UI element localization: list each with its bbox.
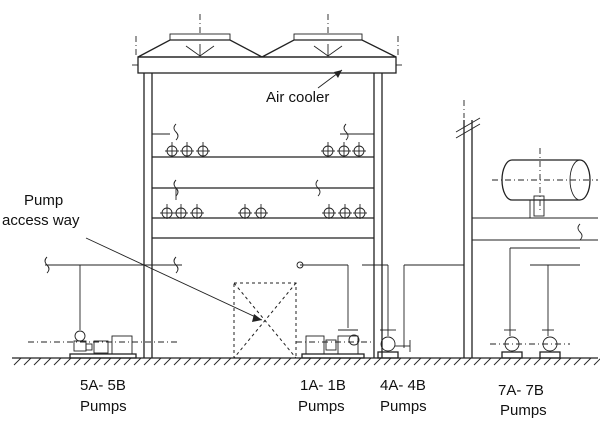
label-pumps-5a-5b-line2: Pumps bbox=[80, 398, 127, 415]
ground-hatch bbox=[543, 357, 552, 366]
pump-access-way bbox=[85, 237, 297, 359]
ground-hatch bbox=[153, 357, 162, 366]
ground-hatch bbox=[113, 357, 122, 366]
ground-hatch bbox=[583, 357, 592, 366]
label-pump-access-way-line2: access way bbox=[2, 212, 80, 229]
ground-hatch bbox=[263, 357, 272, 366]
air-cooler bbox=[132, 14, 402, 74]
line-breaks bbox=[44, 123, 349, 274]
pump-5a-5b bbox=[69, 330, 137, 359]
ground-hatch bbox=[73, 357, 82, 366]
ground-hatch bbox=[253, 357, 262, 366]
ground-hatch bbox=[43, 357, 52, 366]
ground-hatch bbox=[83, 357, 92, 366]
ground-hatch bbox=[503, 357, 512, 366]
label-pumps-4a-4b-line2: Pumps bbox=[380, 398, 427, 415]
ground-hatch bbox=[283, 357, 292, 366]
ground-hatch bbox=[443, 357, 452, 366]
pump-5a-5b-piping bbox=[28, 264, 182, 343]
ground-hatch bbox=[473, 357, 482, 366]
ground-hatch bbox=[183, 357, 192, 366]
ground-hatch bbox=[523, 357, 532, 366]
ground bbox=[12, 357, 600, 366]
ground-hatch bbox=[53, 357, 62, 366]
ground-hatch bbox=[423, 357, 432, 366]
label-pumps-5a-5b-line1: 5A- 5B bbox=[80, 377, 126, 394]
ground-hatch bbox=[403, 357, 412, 366]
ground-hatch bbox=[223, 357, 232, 366]
ground-hatch bbox=[353, 357, 362, 366]
ground-hatch bbox=[213, 357, 222, 366]
label-pumps-1a-1b-line1: 1A- 1B bbox=[300, 377, 346, 394]
ground-hatch bbox=[563, 357, 572, 366]
rack-valves bbox=[160, 142, 367, 219]
ground-hatch bbox=[163, 357, 172, 366]
label-pumps-7a-7b-line2: Pumps bbox=[500, 402, 547, 419]
ground-hatch bbox=[433, 357, 442, 366]
vessel bbox=[492, 148, 598, 241]
air-cooler-leader bbox=[317, 69, 343, 89]
ground-hatch bbox=[373, 357, 382, 366]
ground-hatch bbox=[313, 357, 322, 366]
ground-hatch bbox=[133, 357, 142, 366]
vessel-support-column bbox=[403, 100, 598, 358]
rack-columns bbox=[143, 73, 383, 358]
ground-hatch bbox=[123, 357, 132, 366]
ground-hatch bbox=[23, 357, 32, 366]
label-pumps-7a-7b-line1: 7A- 7B bbox=[498, 382, 544, 399]
ground-hatch bbox=[103, 357, 112, 366]
ground-hatch bbox=[173, 357, 182, 366]
ground-hatch bbox=[323, 357, 332, 366]
ground-hatch bbox=[293, 357, 302, 366]
pump-4a-4b bbox=[362, 264, 411, 359]
ground-hatch bbox=[463, 357, 472, 366]
ground-hatch bbox=[243, 357, 252, 366]
ground-hatch bbox=[193, 357, 202, 366]
ground-hatch bbox=[63, 357, 72, 366]
ground-hatch bbox=[303, 357, 312, 366]
rack-beams bbox=[152, 133, 374, 239]
ground-hatch bbox=[143, 357, 152, 366]
ground-hatch bbox=[33, 357, 42, 366]
ground-hatch bbox=[93, 357, 102, 366]
ground-hatch bbox=[383, 357, 392, 366]
ground-hatch bbox=[13, 357, 22, 366]
ground-hatch bbox=[493, 357, 502, 366]
ground-hatch bbox=[453, 357, 462, 366]
ground-hatch bbox=[513, 357, 522, 366]
ground-hatch bbox=[573, 357, 582, 366]
pump-1a-1b bbox=[296, 261, 374, 359]
ground-hatch bbox=[363, 357, 372, 366]
ground-hatch bbox=[203, 357, 212, 366]
ground-hatch bbox=[593, 358, 600, 366]
ground-hatch bbox=[533, 357, 542, 366]
ground-hatch bbox=[333, 357, 342, 366]
ground-hatch bbox=[483, 357, 492, 366]
ground-hatch bbox=[233, 357, 242, 366]
ground-hatch bbox=[393, 357, 402, 366]
label-pump-access-way-line1: Pump bbox=[24, 192, 63, 209]
label-air-cooler: Air cooler bbox=[266, 89, 329, 106]
ground-hatch bbox=[553, 357, 562, 366]
label-pumps-4a-4b-line1: 4A- 4B bbox=[380, 377, 426, 394]
pumps-7a-7b bbox=[490, 248, 580, 359]
label-pumps-1a-1b-line2: Pumps bbox=[298, 398, 345, 415]
ground-hatch bbox=[343, 357, 352, 366]
ground-hatch bbox=[273, 357, 282, 366]
ground-hatch bbox=[413, 357, 422, 366]
